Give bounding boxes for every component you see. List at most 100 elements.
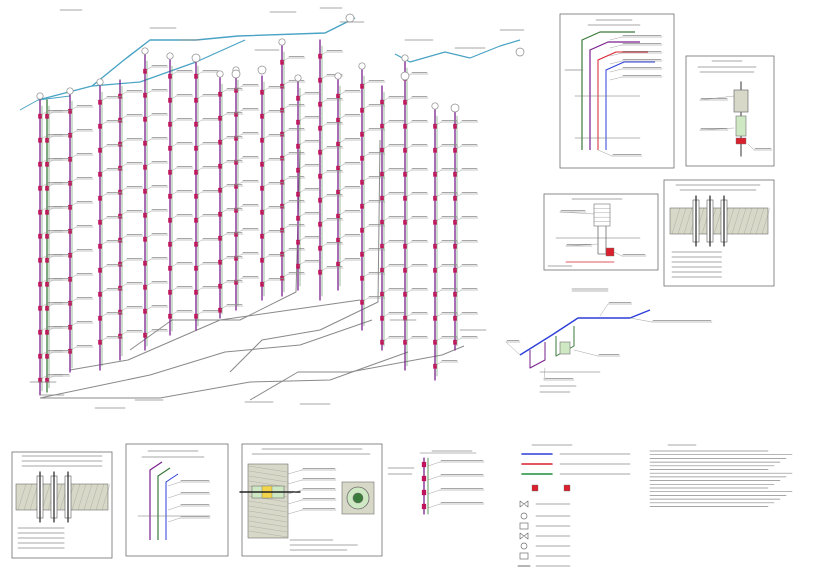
riser-top-symbol <box>345 13 355 23</box>
leader-line <box>404 145 412 151</box>
leader-line <box>454 337 462 343</box>
leader-line <box>235 157 243 163</box>
tap-marker <box>98 315 102 321</box>
leader-line <box>144 90 152 96</box>
main-line-branch <box>91 39 246 87</box>
leader-line <box>261 111 269 117</box>
floor-annotation <box>404 192 429 199</box>
tap-marker <box>403 219 407 225</box>
tap-marker <box>453 243 457 249</box>
floor-annotation <box>99 216 124 223</box>
floor-annotation <box>281 56 306 63</box>
floor-annotation <box>261 158 286 165</box>
tap-marker <box>218 307 222 313</box>
leader-line <box>144 330 152 336</box>
leader-line <box>454 193 462 199</box>
tap-marker <box>68 300 72 306</box>
leader-line <box>169 287 177 293</box>
panel-frame <box>543 193 659 271</box>
panel-annotation <box>609 67 663 73</box>
floor-annotation <box>195 214 220 221</box>
leader-line <box>599 303 609 317</box>
panel-annotation <box>609 51 663 57</box>
leader-line <box>381 121 389 127</box>
floor-annotation <box>361 200 386 207</box>
floor-annotation <box>404 312 429 319</box>
panel-pipe <box>589 41 640 150</box>
leader-line <box>219 137 227 143</box>
tap-marker <box>433 171 437 177</box>
floor-annotation <box>46 374 71 381</box>
leader-line <box>297 141 305 147</box>
floor-annotation <box>219 136 244 143</box>
leader-line <box>404 121 412 127</box>
tap-marker <box>296 191 300 197</box>
slab-hatch <box>17 483 27 511</box>
tap-marker <box>421 489 427 496</box>
leader-line <box>454 241 462 247</box>
leader-line <box>434 337 442 343</box>
leader-line <box>195 143 203 149</box>
tap-marker <box>453 339 457 345</box>
tap-marker <box>38 161 42 167</box>
tap-marker <box>143 68 147 74</box>
tap-marker <box>296 167 300 173</box>
floor-annotation <box>261 254 286 261</box>
panel-frame <box>663 179 775 287</box>
leader-line <box>235 133 243 139</box>
slab-section <box>15 483 109 511</box>
legend-block <box>517 444 631 567</box>
leader-line <box>235 85 243 91</box>
panel-annotation <box>287 508 337 515</box>
floor-annotation <box>69 177 94 184</box>
floor-annotation <box>69 105 94 112</box>
leader-line <box>381 97 389 103</box>
floor-annotation <box>454 312 479 319</box>
leader-line <box>119 163 127 169</box>
leader-line <box>434 241 442 247</box>
leader-line <box>454 121 462 127</box>
floor-annotation <box>404 144 429 151</box>
floor-annotation <box>434 216 459 223</box>
leader-line <box>404 337 412 343</box>
tap-marker <box>218 115 222 121</box>
slab-hatch <box>683 207 693 235</box>
legend-symbol <box>531 484 539 492</box>
leader-line <box>169 119 177 125</box>
leader-line <box>99 121 107 127</box>
floor-annotation <box>337 258 362 265</box>
floor-annotation <box>404 120 429 127</box>
leader-line <box>39 279 47 285</box>
detail-panel-valve-node <box>685 55 775 167</box>
floor-annotation <box>337 162 362 169</box>
tap-marker <box>421 461 427 468</box>
axon-drain-lines <box>39 139 465 401</box>
floor-annotation <box>169 238 194 245</box>
floor-annotation <box>337 186 362 193</box>
floor-annotation <box>434 312 459 319</box>
leader-line <box>434 289 442 295</box>
floor-annotation <box>361 104 386 111</box>
leader-line <box>119 235 127 241</box>
slab-hatch <box>761 207 771 235</box>
legend-valve-symbol <box>519 532 529 540</box>
leader-line <box>169 143 177 149</box>
leader-line <box>297 261 305 267</box>
floor-annotation <box>144 89 169 96</box>
leader-line <box>219 161 227 167</box>
leader-line <box>609 52 623 57</box>
floor-annotation <box>404 264 429 271</box>
tap-marker <box>403 315 407 321</box>
iso-pipe <box>529 342 546 369</box>
leader-line <box>404 313 412 319</box>
panel-annotation <box>613 251 647 257</box>
bottom-detail-fire-seal <box>239 443 383 557</box>
tap-marker <box>403 195 407 201</box>
tap-marker <box>168 217 172 223</box>
tap-marker <box>194 145 198 151</box>
tap-marker <box>360 107 364 113</box>
tap-marker <box>260 185 264 191</box>
leader-line <box>434 193 442 199</box>
leader-line <box>427 503 441 509</box>
tap-marker <box>336 213 340 219</box>
